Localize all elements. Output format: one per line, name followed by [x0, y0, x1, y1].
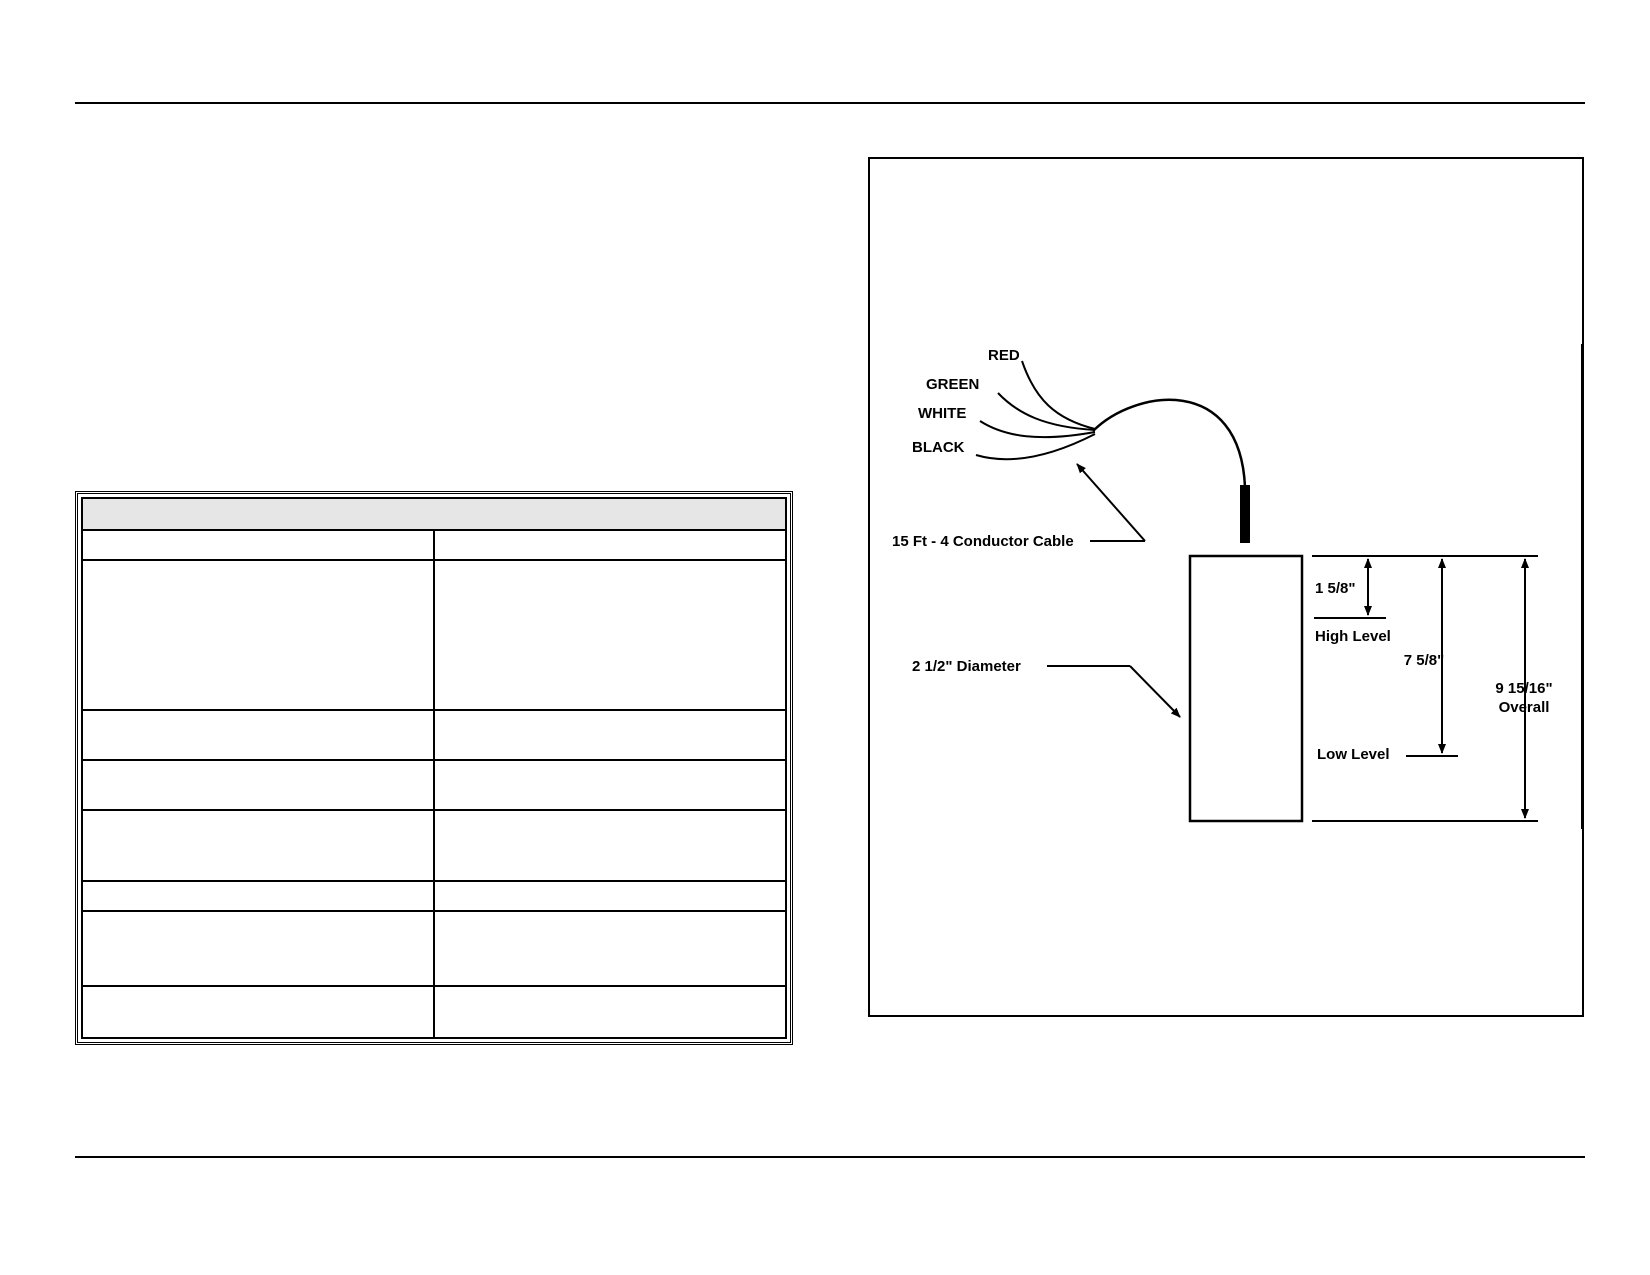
table-cell — [433, 529, 787, 562]
table-cell — [433, 559, 787, 711]
white-wire-label: WHITE — [918, 405, 966, 422]
table-cell — [433, 758, 787, 812]
table-cell — [81, 809, 435, 882]
overall-dimension-label: 9 15/16" — [1495, 680, 1552, 697]
bottom-rule — [75, 1156, 1585, 1158]
table-cell — [433, 984, 787, 1040]
diameter-leader-arrow — [1129, 665, 1181, 718]
table-cell — [81, 529, 435, 562]
green-wire-label: GREEN — [926, 376, 979, 393]
table-cell — [433, 708, 787, 761]
black-wire — [975, 433, 1096, 461]
table-cell — [81, 910, 435, 987]
cable-strain-relief — [1240, 485, 1250, 543]
sensor-drawing: RED GREEN WHITE BLACK 15 Ft - 4 Conducto… — [892, 344, 1583, 829]
cable — [1092, 398, 1247, 488]
table-cell — [81, 708, 435, 761]
table-cell — [433, 910, 787, 987]
table-header-bar — [81, 496, 787, 532]
low-dimension-label: 7 5/8" — [1404, 652, 1444, 669]
table-cell — [81, 879, 435, 913]
black-wire-label: BLACK — [912, 439, 965, 456]
diameter-label: 2 1/2" Diameter — [912, 658, 1021, 675]
table-cell — [433, 809, 787, 882]
table-cell — [81, 559, 435, 711]
overall-label: Overall — [1499, 699, 1550, 716]
spec-table — [75, 491, 793, 1045]
cable-leader-arrow — [1076, 463, 1146, 542]
high-dimension-label: 1 5/8" — [1315, 580, 1355, 597]
top-rule — [75, 102, 1585, 104]
red-wire — [1021, 360, 1096, 430]
white-wire — [979, 420, 1096, 439]
cable-label: 15 Ft - 4 Conductor Cable — [892, 533, 1074, 550]
high-level-label: High Level — [1315, 628, 1391, 645]
red-wire-label: RED — [988, 347, 1020, 364]
green-wire — [997, 392, 1096, 431]
low-level-label: Low Level — [1317, 746, 1390, 763]
table-cell — [81, 984, 435, 1040]
sensor-diagram: RED GREEN WHITE BLACK 15 Ft - 4 Conducto… — [868, 157, 1584, 1017]
table-cell — [81, 758, 435, 812]
table-cell — [433, 879, 787, 913]
sensor-body — [1188, 554, 1304, 823]
